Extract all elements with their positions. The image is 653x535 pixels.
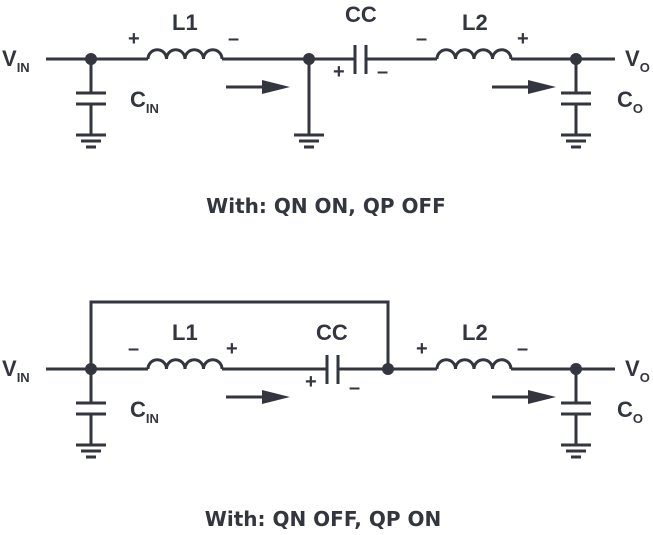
l1-right-sign: – xyxy=(228,28,239,50)
co-label: CO xyxy=(617,397,643,426)
inductor-l2 xyxy=(435,358,513,371)
ground-icon xyxy=(74,443,108,459)
cc-label: CC xyxy=(345,2,377,27)
current-arrow-icon xyxy=(226,390,290,404)
cc-right-sign: – xyxy=(377,61,388,83)
panel-qn-off: VIN CIN VO CO L1 – + CC + – L2 + – With:… xyxy=(2,300,650,531)
l1-left-sign: – xyxy=(128,338,139,360)
cc-left-sign: + xyxy=(305,371,317,393)
l2-right-sign: – xyxy=(517,338,528,360)
l1-left-sign: + xyxy=(128,28,140,50)
vo-label: VO xyxy=(625,46,650,75)
l2-left-sign: + xyxy=(416,338,428,360)
l2-label: L2 xyxy=(462,10,488,35)
vin-label: VIN xyxy=(2,46,30,75)
current-arrow-icon xyxy=(492,390,556,404)
cc-left-sign: + xyxy=(333,61,345,83)
current-arrow-icon xyxy=(492,80,556,94)
ground-icon xyxy=(559,443,593,459)
cin-label: CIN xyxy=(130,397,159,426)
inductor-l1 xyxy=(146,48,224,61)
l1-label: L1 xyxy=(172,320,198,345)
inductor-l2 xyxy=(435,48,513,61)
caption: With: QN ON, QP OFF xyxy=(206,194,446,218)
cc-right-sign: – xyxy=(349,377,360,399)
cc-label: CC xyxy=(316,320,348,345)
current-arrow-icon xyxy=(226,80,290,94)
l2-left-sign: – xyxy=(416,28,427,50)
co-label: CO xyxy=(617,87,643,116)
ground-icon xyxy=(559,133,593,149)
vin-label: VIN xyxy=(2,356,30,385)
l2-right-sign: + xyxy=(517,28,529,50)
caption: With: QN OFF, QP ON xyxy=(205,507,441,531)
vo-label: VO xyxy=(625,356,650,385)
inductor-l1 xyxy=(146,358,224,371)
ground-icon xyxy=(292,133,326,149)
l1-label: L1 xyxy=(172,10,198,35)
panel-qn-on: VIN CIN VO CO L1 + – CC + – L2 – + With:… xyxy=(2,2,650,218)
ground-icon xyxy=(74,133,108,149)
cin-label: CIN xyxy=(130,87,159,116)
l2-label: L2 xyxy=(462,320,488,345)
junction-switch xyxy=(382,363,394,375)
wire-bypass-loop xyxy=(89,300,390,369)
l1-right-sign: + xyxy=(226,338,238,360)
